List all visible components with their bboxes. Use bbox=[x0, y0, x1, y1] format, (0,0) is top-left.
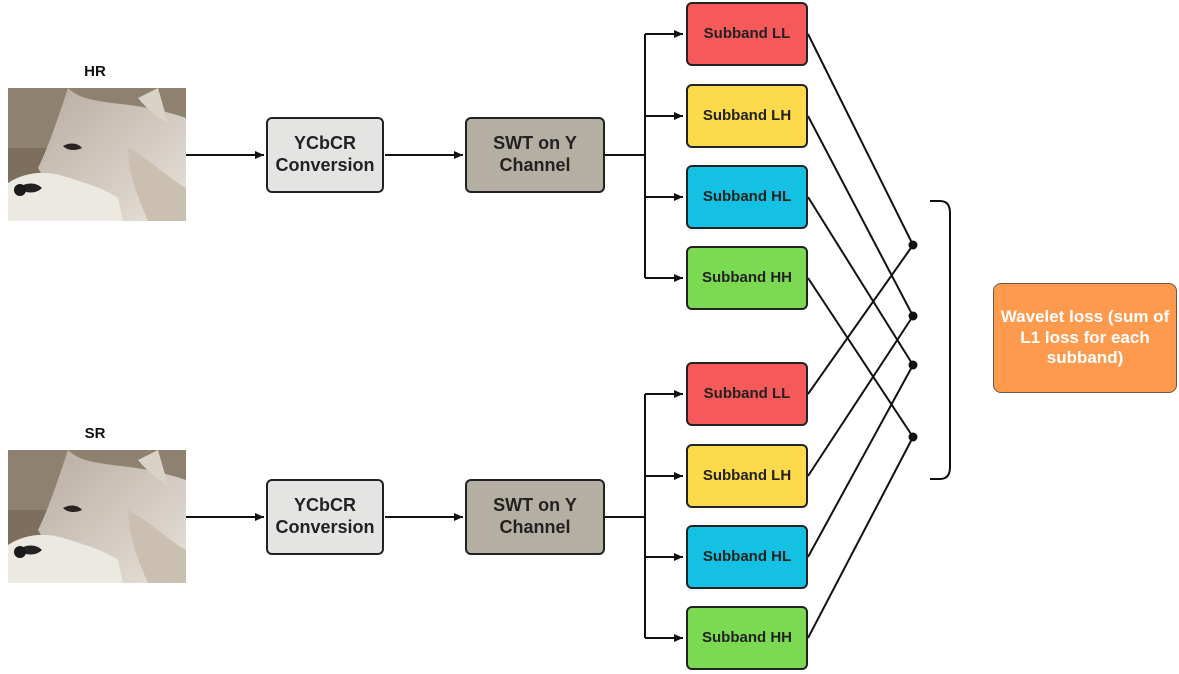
pair-line-ll-top bbox=[807, 33, 914, 246]
pair-line-hl-top bbox=[807, 196, 914, 366]
subband-lh-sr: Subband LH bbox=[686, 444, 808, 508]
hr-image bbox=[8, 88, 186, 221]
subband-ll-sr: Subband LL bbox=[686, 362, 808, 426]
conversion-box-hr: YCbCR Conversion bbox=[266, 117, 384, 193]
subband-hl-sr: Subband HL bbox=[686, 525, 808, 589]
wavelet-loss-box: Wavelet loss (sum of L1 loss for each su… bbox=[993, 283, 1177, 393]
junction-dot-hl bbox=[908, 360, 918, 370]
wolf-photo-icon bbox=[8, 88, 186, 221]
subband-hh-hr: Subband HH bbox=[686, 246, 808, 310]
subband-hh-sr: Subband HH bbox=[686, 606, 808, 670]
conversion-box-sr: YCbCR Conversion bbox=[266, 479, 384, 555]
pair-line-hh-bottom bbox=[807, 436, 914, 639]
junction-dot-ll bbox=[908, 240, 918, 250]
pair-line-hh-top bbox=[807, 277, 914, 438]
pair-line-ll-bottom bbox=[807, 244, 914, 395]
swt-box-sr: SWT on Y Channel bbox=[465, 479, 605, 555]
subband-hl-hr: Subband HL bbox=[686, 165, 808, 229]
sr-label: SR bbox=[84, 425, 106, 442]
swt-box-hr: SWT on Y Channel bbox=[465, 117, 605, 193]
pair-line-hl-bottom bbox=[807, 364, 914, 558]
hr-label: HR bbox=[84, 63, 106, 80]
junction-dot-lh bbox=[908, 311, 918, 321]
sr-image bbox=[8, 450, 186, 583]
grouping-brace bbox=[930, 200, 951, 480]
junction-dot-hh bbox=[908, 432, 918, 442]
pair-line-lh-bottom bbox=[807, 315, 914, 477]
pair-line-lh-top bbox=[807, 115, 914, 317]
wolf-photo-icon bbox=[8, 450, 186, 583]
subband-lh-hr: Subband LH bbox=[686, 84, 808, 148]
subband-ll-hr: Subband LL bbox=[686, 2, 808, 66]
